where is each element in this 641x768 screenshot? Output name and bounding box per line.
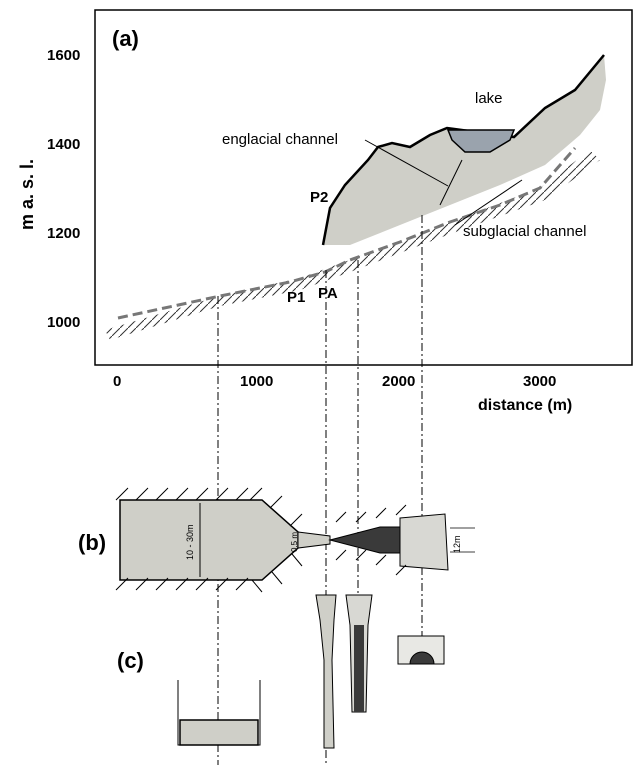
- englacial-label: englacial channel: [222, 131, 338, 148]
- lake-body: [446, 129, 516, 153]
- panel-a: 1000 1200 1400 1600 0 1000 2000 3000 dis…: [17, 9, 633, 765]
- y-tick-1200: 1200: [47, 225, 80, 242]
- y-axis-label: m a. s. l.: [17, 159, 37, 230]
- x-tick-2000: 2000: [382, 373, 415, 390]
- panel-b-hatching: [115, 487, 407, 593]
- x-tick-1000: 1000: [240, 373, 273, 390]
- y-tick-1000: 1000: [47, 314, 80, 331]
- narrow-channel-1: [315, 594, 337, 749]
- englacial-channel: [439, 159, 463, 206]
- subglacial-leader: [454, 179, 523, 226]
- panel-a-frame: [94, 9, 633, 366]
- channel-narrow: [297, 531, 331, 549]
- y-tick-1600: 1600: [47, 47, 80, 64]
- y-tick-1400: 1400: [47, 136, 80, 153]
- panel-c: (c): [117, 594, 445, 749]
- glacier-surface: [321, 54, 605, 246]
- x-axis-label: distance (m): [478, 397, 572, 414]
- x-tick-0: 0: [113, 373, 121, 390]
- channel-right-section: [399, 513, 449, 571]
- small-channel-dark: [409, 651, 435, 665]
- lake-label: lake: [475, 90, 503, 107]
- point-p1-label: P1: [287, 289, 305, 306]
- point-pa-label: PA: [318, 285, 338, 302]
- panel-b: 10 - 30m 0.5 m 12m (b): [78, 487, 475, 593]
- point-p2-label: P2: [310, 189, 328, 206]
- panel-c-label: (c): [117, 648, 144, 673]
- panel-b-label: (b): [78, 530, 106, 555]
- dim-narrow-label: 0.5 m: [290, 532, 299, 552]
- dim-height-label: 10 - 30m: [185, 524, 195, 560]
- bed-line: [117, 147, 577, 320]
- x-tick-3000: 3000: [523, 373, 556, 390]
- narrow-channel-2-dark: [354, 625, 364, 712]
- bed-hatch: [105, 150, 600, 340]
- englacial-leader: [364, 139, 449, 187]
- dim-right-label: 12m: [452, 535, 462, 553]
- wide-channel-walls: [177, 680, 261, 746]
- channel-cross-section: [119, 499, 299, 581]
- wide-channel-cross: [179, 719, 259, 746]
- panel-a-label: (a): [112, 26, 139, 51]
- subglacial-label: subglacial channel: [463, 223, 586, 240]
